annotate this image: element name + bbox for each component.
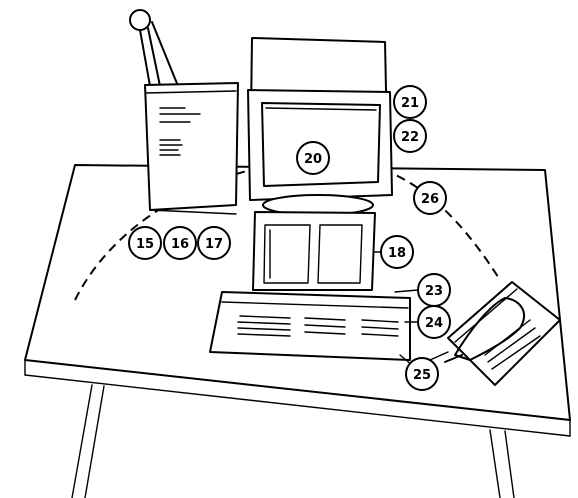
lamp-head bbox=[130, 10, 150, 30]
callout-20: 20 bbox=[297, 142, 329, 174]
svg-text:22: 22 bbox=[401, 130, 419, 145]
callout-22: 22 bbox=[394, 120, 426, 152]
callout-24: 24 bbox=[418, 306, 450, 338]
svg-text:17: 17 bbox=[205, 237, 223, 252]
svg-text:16: 16 bbox=[171, 237, 189, 252]
callout-15: 15 bbox=[129, 227, 161, 259]
callout-23: 23 bbox=[418, 274, 450, 306]
desk-leg-left bbox=[72, 385, 104, 498]
svg-text:21: 21 bbox=[401, 96, 419, 111]
callout-16: 16 bbox=[164, 227, 196, 259]
system-unit bbox=[253, 212, 375, 290]
svg-text:23: 23 bbox=[425, 284, 443, 299]
svg-text:24: 24 bbox=[425, 316, 443, 331]
callout-17: 17 bbox=[198, 227, 230, 259]
callout-26: 26 bbox=[414, 182, 446, 214]
svg-text:15: 15 bbox=[136, 237, 154, 252]
callout-21: 21 bbox=[394, 86, 426, 118]
svg-text:18: 18 bbox=[388, 246, 406, 261]
svg-text:26: 26 bbox=[421, 192, 439, 207]
desk-leg-right bbox=[490, 430, 514, 498]
callout-18: 18 bbox=[381, 236, 413, 268]
svg-text:25: 25 bbox=[413, 368, 431, 383]
monitor bbox=[248, 38, 392, 215]
svg-text:20: 20 bbox=[304, 152, 322, 167]
keyboard bbox=[210, 292, 410, 360]
callout-25: 25 bbox=[406, 358, 438, 390]
